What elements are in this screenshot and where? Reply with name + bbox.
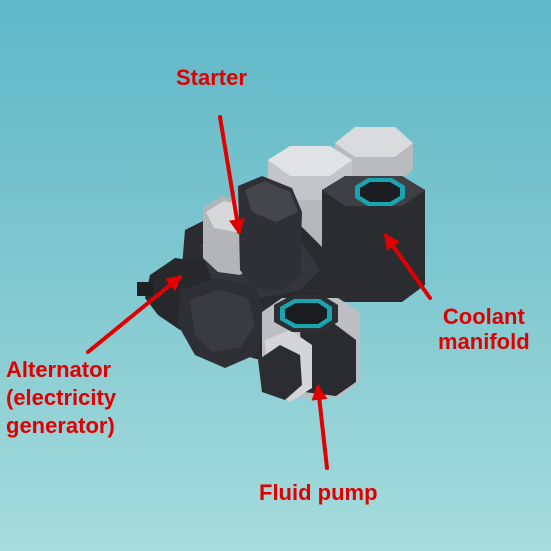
coolant-label-line1: Coolant xyxy=(442,304,525,329)
alternator-arrow xyxy=(86,274,183,354)
fluid-pump-label: Fluid pump xyxy=(259,480,378,505)
starter-label: Starter xyxy=(176,65,247,90)
starter-arrow xyxy=(218,115,245,236)
alternator-label: Alternator (electricity generator) xyxy=(6,356,116,440)
coolant-manifold-label: Coolant manifold xyxy=(438,304,530,354)
alternator-label-line1: Alternator xyxy=(6,357,112,382)
coolant-label-line2: manifold xyxy=(438,328,530,354)
fluid-pump-part xyxy=(258,295,360,402)
alternator-label-line2: (electricity xyxy=(6,385,117,411)
coolant-arrow xyxy=(384,233,432,300)
coolant-manifold-part xyxy=(322,176,425,302)
callout-arrows xyxy=(86,115,432,470)
alternator-label-line3: generator) xyxy=(6,413,115,439)
fluid-pump-arrow xyxy=(311,383,329,470)
